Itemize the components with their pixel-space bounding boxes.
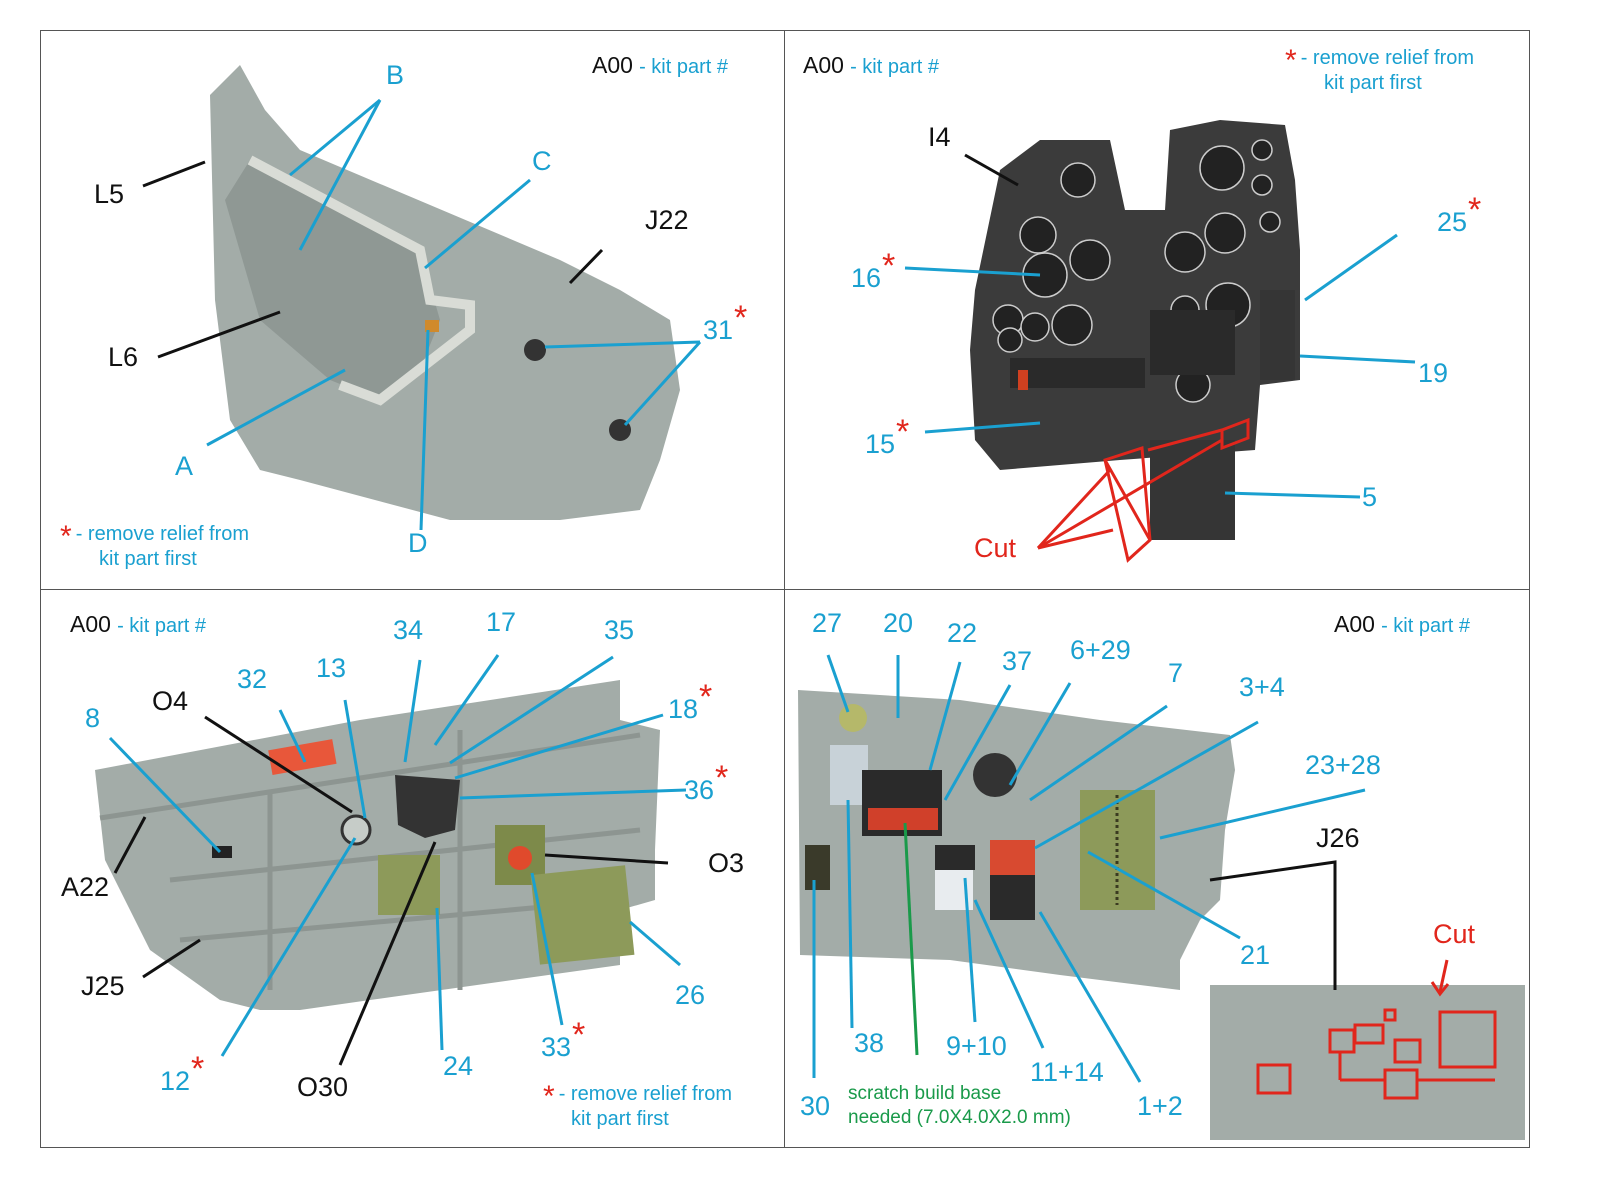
kit-label-L5: L5 bbox=[94, 179, 125, 209]
seat-knob-upper bbox=[524, 339, 546, 361]
kit-legend-instrument: A00 - kit part # bbox=[803, 52, 939, 78]
remove-relief-note-seat: *- remove relief from kit part first bbox=[60, 520, 250, 571]
part-label-B: B bbox=[386, 60, 405, 90]
cut-label-inset: Cut bbox=[1433, 919, 1476, 949]
star-icon: * bbox=[60, 520, 72, 553]
star-icon: * bbox=[734, 299, 748, 337]
part-label-15: 15* bbox=[865, 413, 910, 459]
remove-relief-note-left-console: *- remove relief from kit part first bbox=[543, 1080, 733, 1131]
part-label-A: A bbox=[175, 451, 194, 481]
right-console-illustration bbox=[798, 690, 1525, 1140]
left-console-leaders-blue bbox=[108, 654, 687, 1057]
part-label-35: 35 bbox=[604, 615, 635, 645]
seat-leaders-black bbox=[142, 160, 604, 359]
star-icon: * bbox=[1285, 44, 1297, 77]
part-label-33: 33* bbox=[541, 1016, 586, 1062]
left-console-illustration bbox=[95, 680, 660, 1010]
cut-label-instrument: Cut bbox=[974, 533, 1017, 563]
kit-label-J22: J22 bbox=[645, 205, 689, 235]
part-label-13: 13 bbox=[316, 653, 347, 683]
right-console-leaders-blue bbox=[812, 654, 1366, 1083]
kit-label-J26: J26 bbox=[1316, 823, 1360, 853]
part-label-8: 8 bbox=[85, 703, 101, 733]
star-icon: * bbox=[896, 413, 910, 451]
scratch-build-leader bbox=[903, 822, 919, 1056]
part-label-23-28: 23+28 bbox=[1305, 750, 1381, 780]
j26-leader bbox=[1209, 860, 1337, 990]
kit-legend-right-console: A00 - kit part # bbox=[1334, 611, 1470, 637]
part-label-C: C bbox=[532, 146, 552, 176]
kit-label-J25: J25 bbox=[81, 971, 125, 1001]
star-icon: * bbox=[543, 1080, 555, 1113]
part-label-34: 34 bbox=[393, 615, 424, 645]
instrument-leaders-blue bbox=[904, 233, 1416, 499]
star-icon: * bbox=[882, 247, 896, 285]
kit-label-O3: O3 bbox=[708, 848, 745, 878]
part-label-11-14: 11+14 bbox=[1030, 1057, 1104, 1087]
part-label-22: 22 bbox=[947, 618, 978, 648]
part-label-16: 16* bbox=[851, 247, 896, 293]
star-icon: * bbox=[191, 1050, 205, 1088]
part-label-1-2: 1+2 bbox=[1137, 1091, 1183, 1121]
star-icon: * bbox=[1468, 191, 1482, 229]
part-label-17: 17 bbox=[486, 607, 517, 637]
part-label-24: 24 bbox=[443, 1051, 474, 1081]
part-label-27: 27 bbox=[812, 608, 843, 638]
star-icon: * bbox=[572, 1016, 586, 1054]
divider-horizontal bbox=[40, 589, 1530, 590]
seat-leaders-blue bbox=[206, 98, 702, 531]
part-label-26: 26 bbox=[675, 980, 706, 1010]
part-label-3-4: 3+4 bbox=[1239, 672, 1285, 702]
kit-part-code: A00 bbox=[592, 52, 633, 78]
part-label-12: 12* bbox=[160, 1050, 205, 1096]
part-label-36: 36* bbox=[684, 759, 729, 805]
instrument-cut-marks bbox=[1036, 417, 1250, 563]
part-label-5: 5 bbox=[1362, 482, 1378, 512]
part-label-18: 18* bbox=[668, 678, 713, 724]
part-label-21: 21 bbox=[1240, 940, 1271, 970]
instrument-leaders-black bbox=[964, 153, 1019, 187]
part-label-25: 25* bbox=[1437, 191, 1482, 237]
part-label-6-29: 6+29 bbox=[1070, 635, 1131, 665]
kit-legend-seat: A00 - kit part # bbox=[592, 52, 728, 79]
instrument-panel-illustration bbox=[970, 120, 1300, 540]
kit-label-O4: O4 bbox=[152, 686, 189, 716]
part-label-9-10: 9+10 bbox=[946, 1031, 1007, 1061]
kit-label-L6: L6 bbox=[108, 342, 139, 372]
inset-cut-guide bbox=[1210, 985, 1525, 1140]
part-label-37: 37 bbox=[1002, 646, 1033, 676]
remove-relief-note-instrument: *- remove relief from kit part first bbox=[1285, 44, 1475, 95]
part-label-19: 19 bbox=[1418, 358, 1449, 388]
kit-label-O30: O30 bbox=[297, 1072, 349, 1102]
part-label-7: 7 bbox=[1168, 658, 1184, 688]
part-label-32: 32 bbox=[237, 664, 268, 694]
seat-illustration bbox=[210, 65, 680, 520]
left-console-leaders-black bbox=[113, 715, 669, 1066]
kit-label-I4: I4 bbox=[928, 122, 951, 152]
lower-sub-panel bbox=[1150, 440, 1235, 540]
part-label-31: 31* bbox=[703, 299, 748, 345]
scratch-build-note: scratch build base needed (7.0X4.0X2.0 m… bbox=[848, 1083, 1071, 1128]
kit-legend-left-console: A00 - kit part # bbox=[70, 611, 206, 637]
part-label-20: 20 bbox=[883, 608, 914, 638]
star-icon: * bbox=[715, 759, 729, 797]
right-console-cut-marks bbox=[1256, 959, 1497, 1100]
part-label-30: 30 bbox=[800, 1091, 831, 1121]
kit-part-desc: - kit part # bbox=[639, 56, 728, 78]
star-icon: * bbox=[699, 678, 713, 716]
kit-label-A22: A22 bbox=[61, 872, 110, 902]
part-label-38: 38 bbox=[854, 1028, 885, 1058]
part-label-D: D bbox=[408, 528, 428, 558]
